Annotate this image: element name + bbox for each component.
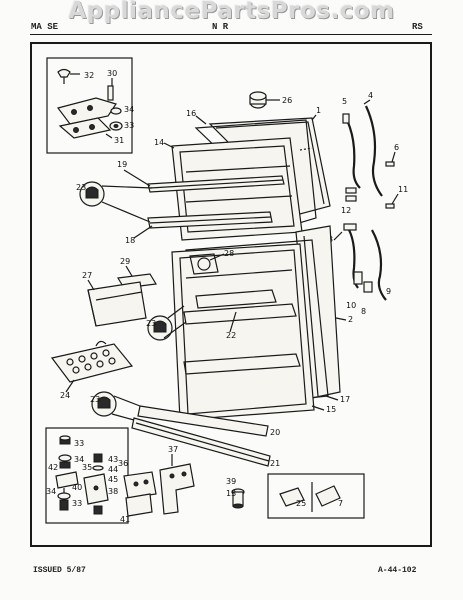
upper-handle-5 <box>345 117 361 189</box>
header-page-label: RS <box>412 22 423 32</box>
header-series-label: N R <box>212 22 229 32</box>
callout: 37 <box>168 445 178 454</box>
callout: 29 <box>120 257 130 266</box>
callout: 35 <box>82 463 92 472</box>
callout: 16 <box>186 109 196 118</box>
hinge-cover-7 <box>315 485 341 507</box>
hinge-cover-inset: 25 7 <box>267 473 365 519</box>
callout: 14 <box>154 138 164 147</box>
callout: 39 <box>226 477 236 486</box>
diagram-frame <box>30 42 432 547</box>
callout: 38 <box>108 487 118 496</box>
callout: 25 <box>296 499 306 508</box>
hinge-pin-icon <box>107 85 114 101</box>
fresh-food-door-assembly: 28 22 2 17 15 20 21 <box>131 225 353 468</box>
hinge-cap-26: 26 <box>249 91 292 109</box>
screw-6-icon <box>385 161 395 167</box>
butter-door-28 <box>197 257 211 271</box>
callout: 24 <box>60 391 70 400</box>
callout: 44 <box>108 465 118 474</box>
issued-date: ISSUED 5/87 <box>33 566 86 575</box>
detail-magnifier-upper: 23 <box>76 181 153 223</box>
callout: 23 <box>146 319 156 328</box>
callout: 6 <box>394 143 399 152</box>
callout: 33 <box>74 439 84 448</box>
shim-31-icon <box>58 117 112 139</box>
hinge-cover-inset-box <box>267 473 365 519</box>
callout: 26 <box>282 96 292 105</box>
detail-magnifier-lower: 23 <box>90 391 141 421</box>
loose-bins: 29 27 24 <box>50 257 157 400</box>
callout: 8 <box>361 307 366 316</box>
callout: 18 <box>125 236 135 245</box>
watermark-logo: AppliancePartsPros.com <box>68 0 395 24</box>
lower-hinge-inset: 33 34 42 35 40 34 33 43 44 45 38 <box>45 427 129 524</box>
callout: 27 <box>82 271 92 280</box>
upper-hinge-inset: 32 30 34 33 31 <box>46 57 134 154</box>
door-shelf-bar-20 <box>137 405 269 437</box>
lower-hinge-brackets: 36 41 37 <box>118 445 195 524</box>
bushing-34-icon <box>110 107 122 115</box>
drawing-code: A-44-102 <box>378 566 417 575</box>
callout: 1 <box>316 106 321 115</box>
callout: 21 <box>270 459 280 468</box>
hinge-cover-25 <box>279 487 305 507</box>
freezer-door-assembly: 16 1 14 19 18 <box>117 106 331 245</box>
callout: 41 <box>120 515 130 524</box>
callout: 9 <box>386 287 391 296</box>
callout: 10 <box>346 301 356 310</box>
plug-8-icon <box>353 271 363 285</box>
callout: 2 <box>348 315 353 324</box>
callout: 17 <box>340 395 350 404</box>
door-plug-parts: 39 13 <box>226 477 245 509</box>
callout: 33 <box>72 499 82 508</box>
upper-hinge-inset-box <box>46 57 133 154</box>
callout: 15 <box>326 405 336 414</box>
callout: 31 <box>114 136 124 145</box>
callout: 12 <box>341 206 351 215</box>
callout: 20 <box>270 428 280 437</box>
callout: 11 <box>398 185 408 194</box>
upper-trim-4 <box>365 105 383 197</box>
callout: 34 <box>124 105 134 114</box>
callout: 34 <box>46 487 56 496</box>
callout: 32 <box>84 71 94 80</box>
hinge-bracket-36 <box>125 493 153 517</box>
screw-11-icon <box>385 203 395 209</box>
callout: 36 <box>118 459 128 468</box>
dairy-bin-27 <box>87 281 147 327</box>
callout: 23 <box>90 395 100 404</box>
callout: 7 <box>338 499 343 508</box>
callout: 13 <box>226 489 236 498</box>
lower-trim-9 <box>371 229 387 301</box>
callout: 30 <box>107 69 117 78</box>
callout: 40 <box>72 483 82 492</box>
callout: 4 <box>368 91 373 100</box>
callout: 42 <box>48 463 58 472</box>
egg-tray-cups <box>66 349 116 374</box>
callout: 22 <box>226 331 236 340</box>
callout: 19 <box>117 160 127 169</box>
callout: 23 <box>76 183 86 192</box>
callout: 33 <box>124 121 134 130</box>
screw-32-icon <box>57 68 71 78</box>
egg-tray-24 <box>50 343 134 383</box>
door-shelf-22 <box>195 289 277 309</box>
callout: 45 <box>108 475 118 484</box>
hinge-bracket-37 <box>159 463 195 515</box>
header-rule <box>30 34 432 35</box>
header-model-label: MA SE <box>31 22 59 32</box>
handle-hardware: 5 4 6 11 12 10 8 9 3 <box>328 91 408 316</box>
callout: 34 <box>74 455 84 464</box>
detail-magnifier-middle: 23 <box>146 305 187 341</box>
hinge-bracket-35 <box>123 471 157 499</box>
fresh-food-door-liner <box>171 243 315 421</box>
callout: 43 <box>108 455 118 464</box>
clip-12-icon <box>345 195 357 202</box>
callout: 5 <box>342 97 347 106</box>
callout: 28 <box>224 249 234 258</box>
